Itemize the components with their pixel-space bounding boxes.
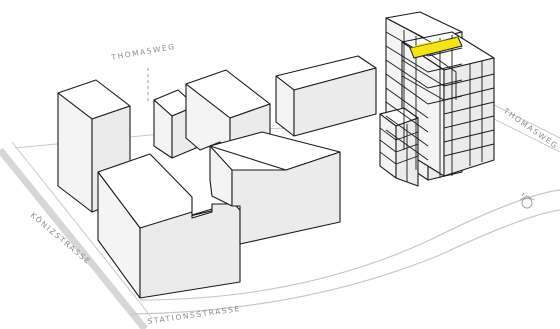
stationsstrasse-label: STATIONSSTRASSE: [147, 304, 241, 326]
building-southwest: [97, 153, 241, 299]
thomasweg-right-label: THOMASWEG: [501, 106, 560, 151]
building-northeast-slab: [275, 55, 377, 137]
highlighted-unit: [409, 36, 463, 59]
street-lines: [0, 68, 560, 329]
koenizstrasse-edge: [0, 147, 148, 329]
building-centre: [209, 131, 341, 245]
stationsstrasse-curb: [139, 189, 560, 301]
thomasweg-right-curb: [491, 103, 560, 139]
tower-floor-lines: [379, 21, 495, 182]
koenizstrasse-label: KÖNIZSTRASSE: [29, 211, 93, 267]
north-arrow-icon: [519, 192, 535, 209]
koenizstrasse-curb: [11, 141, 153, 319]
thomasweg-right-edge: [491, 117, 560, 153]
thomasweg-top-label: THOMASWEG: [110, 42, 176, 62]
tower-cluster: [379, 11, 495, 187]
stationsstrasse-edge: [129, 209, 560, 315]
